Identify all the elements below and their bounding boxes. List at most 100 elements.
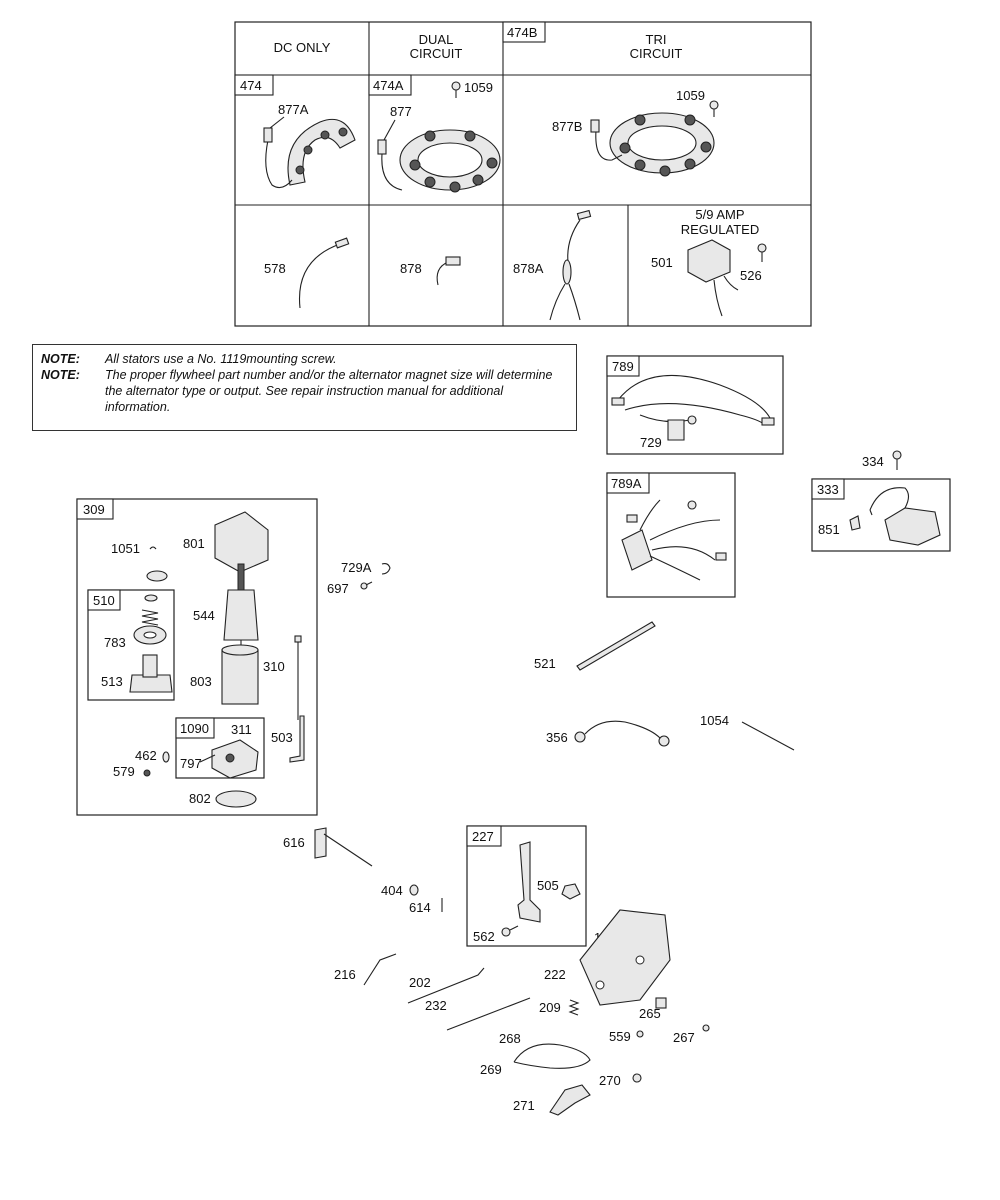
part-614: 614 xyxy=(409,900,431,915)
part-268: 268 xyxy=(499,1031,521,1046)
part-877b: 877B xyxy=(552,119,582,134)
part-878a: 878A xyxy=(513,261,544,276)
part-404: 404 xyxy=(381,883,403,898)
armature-icon xyxy=(223,563,259,660)
part-501: 501 xyxy=(651,255,673,270)
screw-icon xyxy=(757,243,767,262)
header-dual-circuit: CIRCUIT xyxy=(410,46,463,61)
kit-tag-474a: 474A xyxy=(373,78,404,93)
kit-tag-789a: 789A xyxy=(611,476,642,491)
part-1059-dual: 1059 xyxy=(464,80,493,95)
note-key: NOTE: xyxy=(41,352,80,366)
part-267: 267 xyxy=(673,1030,695,1045)
nut-icon xyxy=(561,883,581,900)
screw-icon xyxy=(501,925,519,937)
kit-tag-1090: 1090 xyxy=(180,721,209,736)
part-851: 851 xyxy=(818,522,840,537)
header-dual: DUAL xyxy=(419,32,454,47)
part-801: 801 xyxy=(183,536,205,551)
housing-icon xyxy=(221,644,259,705)
bolt-icon xyxy=(294,635,302,720)
note-key: NOTE: xyxy=(41,368,80,382)
kit-333-group: 334 333 851 xyxy=(811,450,951,552)
part-202: 202 xyxy=(409,975,431,990)
part-877: 877 xyxy=(390,104,412,119)
washer-icon xyxy=(146,570,168,582)
part-503: 503 xyxy=(271,730,293,745)
brush-plate-icon xyxy=(211,739,259,779)
part-877a: 877A xyxy=(278,102,309,117)
lever-icon xyxy=(517,841,541,923)
part-222: 222 xyxy=(544,967,566,982)
part-311: 311 xyxy=(231,722,252,737)
part-1051: 1051 xyxy=(111,541,140,556)
screw-icon xyxy=(709,100,719,117)
kit-tag-309: 309 xyxy=(83,502,105,517)
part-616: 616 xyxy=(283,835,305,850)
header-tri-circuit: CIRCUIT xyxy=(630,46,683,61)
part-783: 783 xyxy=(104,635,126,650)
header-dc-only: DC ONLY xyxy=(274,40,331,55)
screw-icon xyxy=(451,81,461,98)
bracket-icon xyxy=(579,909,671,1006)
part-269: 269 xyxy=(480,1062,502,1077)
kit-789a-group: 789A xyxy=(606,472,736,598)
stator-icon xyxy=(590,112,715,177)
cable-icon xyxy=(574,720,670,747)
part-797: 797 xyxy=(180,756,202,771)
spring-icon xyxy=(568,999,580,1016)
kit-tag-333: 333 xyxy=(817,482,839,497)
part-310: 310 xyxy=(263,659,285,674)
screw-icon xyxy=(892,450,902,470)
part-579: 579 xyxy=(113,764,135,779)
shaft-icon xyxy=(576,621,656,671)
kit-tag-474: 474 xyxy=(240,78,262,93)
regulator-icon xyxy=(687,239,739,317)
part-356: 356 xyxy=(546,730,568,745)
wire-icon xyxy=(298,237,350,309)
part-209: 209 xyxy=(539,1000,561,1015)
governor-shaft-icon xyxy=(314,827,373,867)
lever-icon xyxy=(549,1084,591,1116)
part-1059-tri: 1059 xyxy=(676,88,705,103)
rod-icon xyxy=(446,997,531,1031)
part-729a: 729A xyxy=(341,560,372,575)
note-text: The proper flywheel part number and/or t… xyxy=(105,368,553,414)
part-265: 265 xyxy=(639,1006,661,1021)
part-729: 729 xyxy=(640,435,662,450)
part-697: 697 xyxy=(327,581,349,596)
part-521: 521 xyxy=(534,656,556,671)
notes-box: NOTE: All stators use a No. 1119mounting… xyxy=(32,344,577,431)
regulator-label-line-1: 5/9 AMP xyxy=(695,207,744,222)
stator-icon xyxy=(263,118,356,189)
part-802: 802 xyxy=(189,791,211,806)
note-row: NOTE: The proper flywheel part number an… xyxy=(41,367,568,415)
kit-tag-227: 227 xyxy=(472,829,494,844)
clip-icon xyxy=(149,546,157,550)
gear-icon xyxy=(133,625,167,645)
part-513: 513 xyxy=(101,674,123,689)
header-tri: TRI xyxy=(646,32,667,47)
part-216: 216 xyxy=(334,967,356,982)
stator-icon xyxy=(377,129,501,193)
kit-tag-474b: 474B xyxy=(507,25,537,40)
kit-tag-510: 510 xyxy=(93,593,115,608)
part-878: 878 xyxy=(400,261,422,276)
kit-tag-789: 789 xyxy=(612,359,634,374)
ignition-coil-icon xyxy=(869,487,941,546)
cable-icon xyxy=(513,1043,591,1069)
part-505: 505 xyxy=(537,878,559,893)
part-559: 559 xyxy=(609,1029,631,1044)
kit-309-group: 309 1051 801 544 510 783 513 xyxy=(76,498,318,816)
part-526: 526 xyxy=(740,268,762,283)
screw-icon xyxy=(702,1024,710,1032)
part-544: 544 xyxy=(193,608,215,623)
regulator-label-line-2: REGULATED xyxy=(681,222,760,237)
bracket-icon xyxy=(289,715,305,763)
drive-housing-icon xyxy=(129,654,173,693)
rod-icon xyxy=(407,967,485,1004)
note-row: NOTE: All stators use a No. 1119mounting… xyxy=(41,351,568,367)
harness-icon xyxy=(621,499,727,581)
tie-icon xyxy=(741,721,795,751)
screw-icon xyxy=(360,581,373,590)
